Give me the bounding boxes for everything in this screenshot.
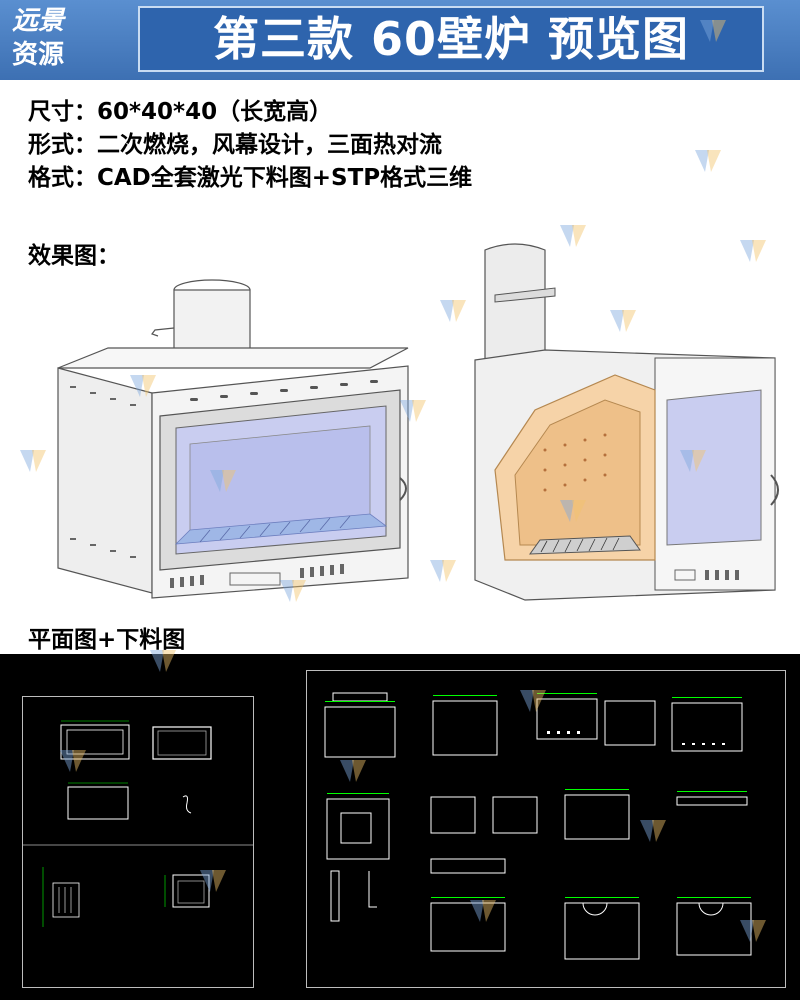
section-drawings-label: 平面图+下料图: [28, 627, 186, 653]
page-title: 第三款 60壁炉 预览图: [212, 12, 690, 66]
cad-assembly-drawing: [23, 720, 253, 927]
brand-logo-line2: 资源: [12, 40, 65, 70]
cad-sheet-cut-parts: [306, 670, 786, 988]
spec-form: 形式：二次燃烧，风幕设计，三面热对流: [28, 132, 442, 158]
spec-format: 格式：CAD全套激光下料图+STP格式三维: [28, 165, 473, 191]
spec-list: 尺寸：60*40*40（长宽高） 形式：二次燃烧，风幕设计，三面热对流 格式：C…: [28, 96, 472, 195]
spec-size: 尺寸：60*40*40（长宽高）: [28, 99, 333, 125]
cad-drawings: [0, 654, 800, 1000]
brand-logo: 远景 资源: [12, 4, 64, 72]
fireplace-render-front: [57, 279, 409, 599]
header-banner: 远景 资源 第三款 60壁炉 预览图: [0, 0, 800, 80]
brand-logo-line1: 远景: [12, 6, 65, 36]
fireplace-render-cutaway: [474, 243, 779, 601]
cad-cut-parts-drawing: [324, 692, 752, 960]
render-area: [0, 240, 800, 630]
section-render-label: 效果图：: [28, 243, 120, 269]
cad-sheet-assembly: [22, 696, 254, 988]
title-box: 第三款 60壁炉 预览图: [138, 6, 764, 72]
